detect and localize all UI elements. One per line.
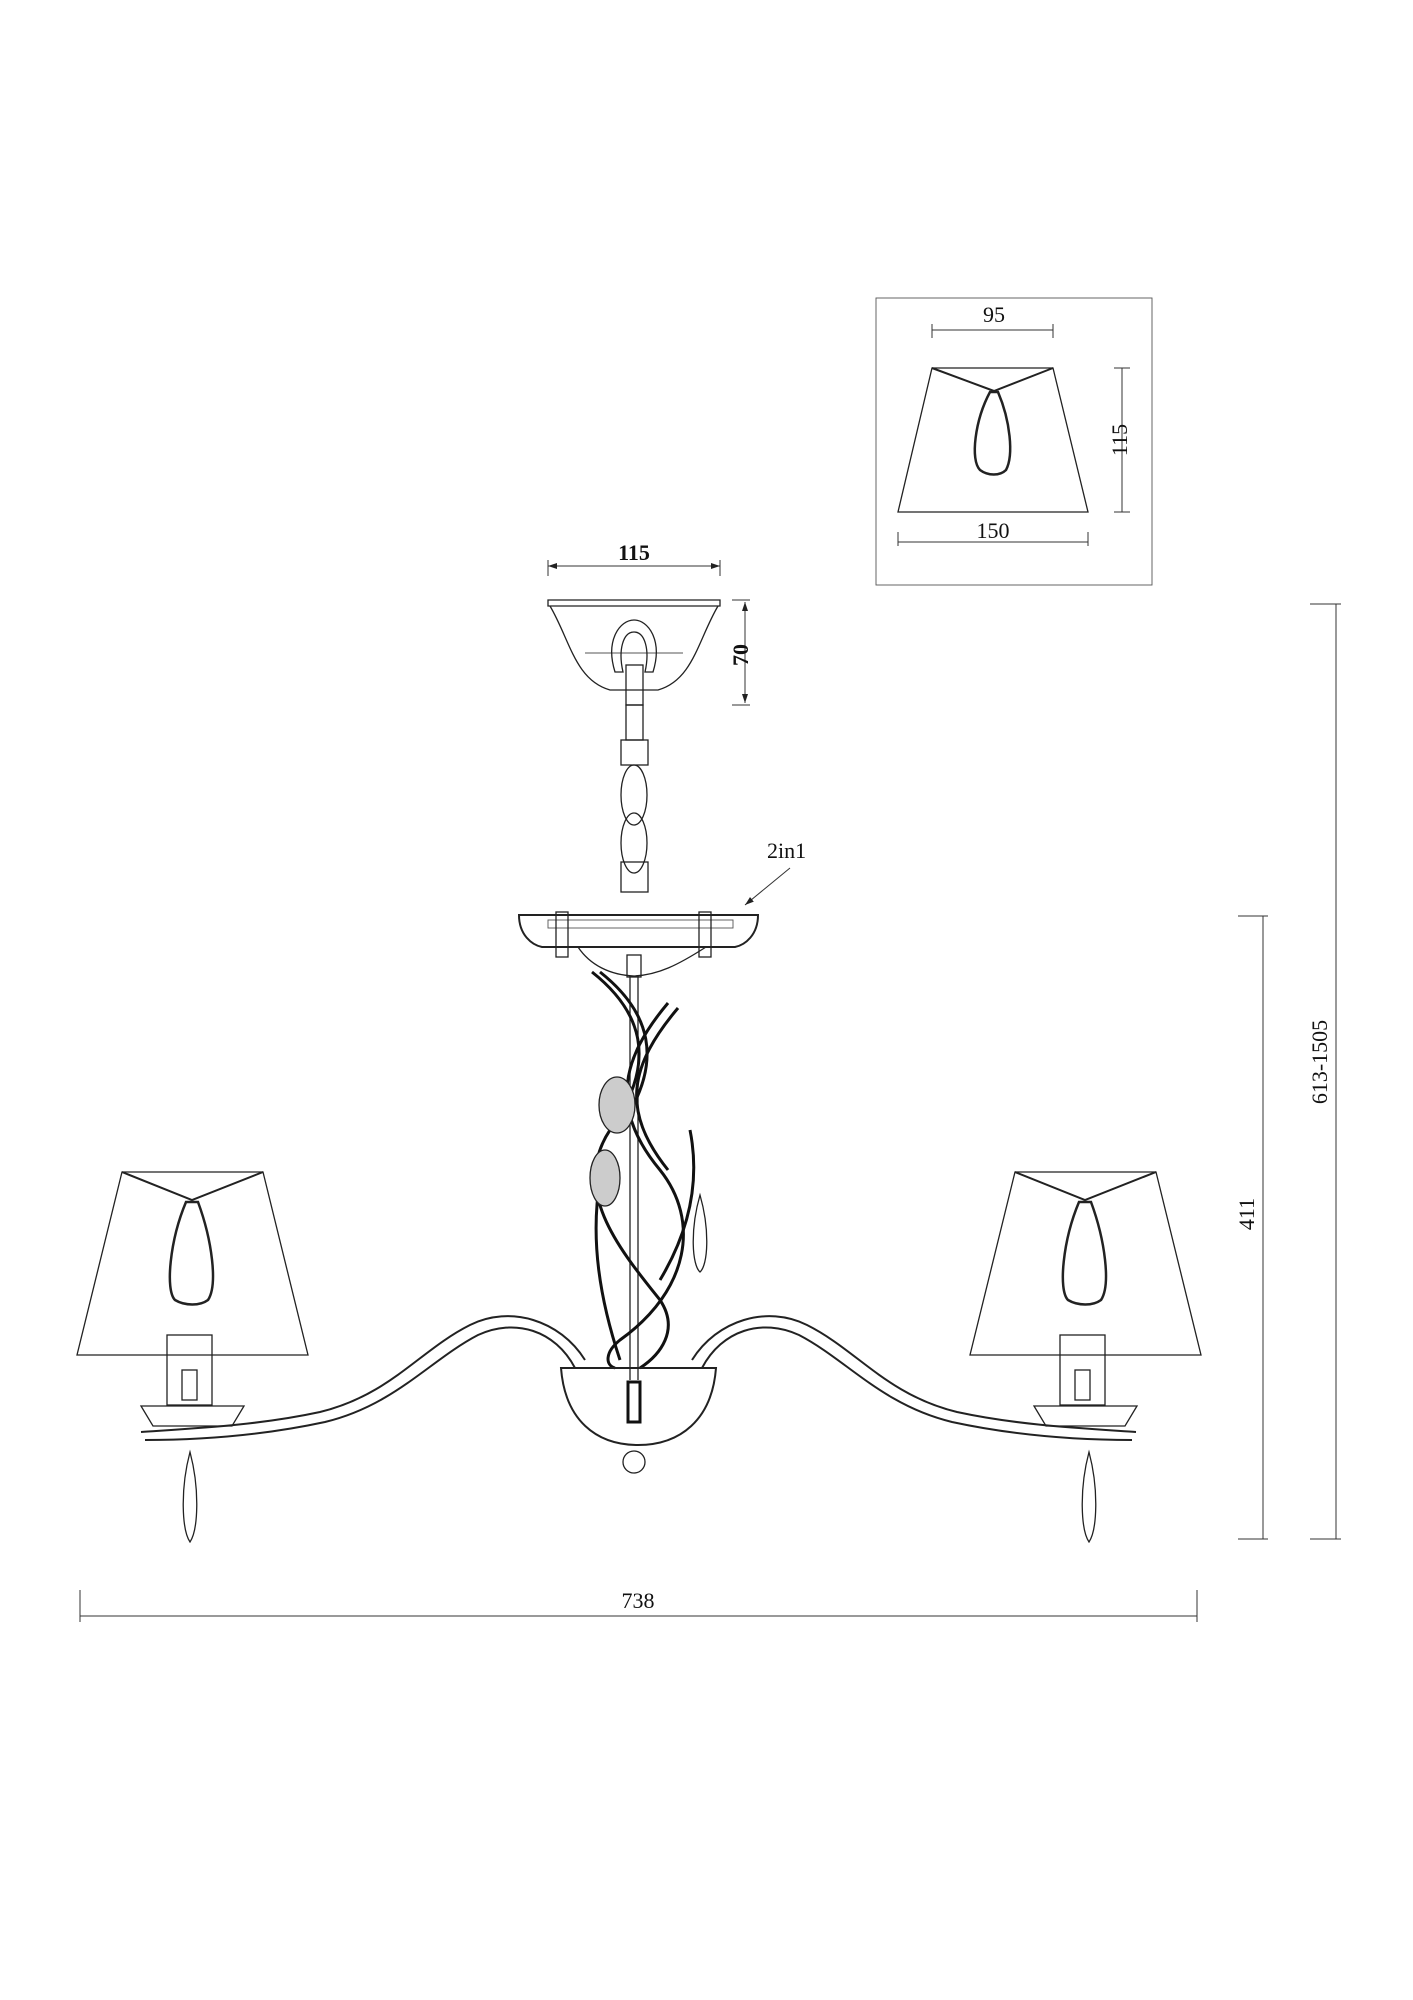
shade-bottom-width-label: 150 xyxy=(977,518,1010,543)
canopy-height-label: 70 xyxy=(728,644,753,666)
shade-top-width-label: 95 xyxy=(983,302,1005,327)
chain xyxy=(620,664,649,893)
plate-leader-line xyxy=(744,867,791,906)
plate-label: 2in1 xyxy=(767,838,806,863)
canopy-width-label: 115 xyxy=(618,540,650,565)
shade-detail: 95 115 150 xyxy=(875,297,1153,586)
right-lamp xyxy=(969,1171,1202,1544)
ceiling-canopy: 115 70 xyxy=(547,540,753,706)
overall-width-label: 738 xyxy=(622,1588,655,1613)
center-bowl xyxy=(559,1367,718,1474)
mounting-plate xyxy=(517,911,760,978)
overall-dimensions: 738 411 613-1505 xyxy=(79,603,1341,1622)
body-height-label: 411 xyxy=(1234,1198,1259,1230)
shade-height-label: 115 xyxy=(1107,424,1132,456)
total-height-label: 613-1505 xyxy=(1307,1020,1332,1104)
left-lamp xyxy=(76,1171,309,1544)
central-spiral-stem xyxy=(589,970,708,1380)
